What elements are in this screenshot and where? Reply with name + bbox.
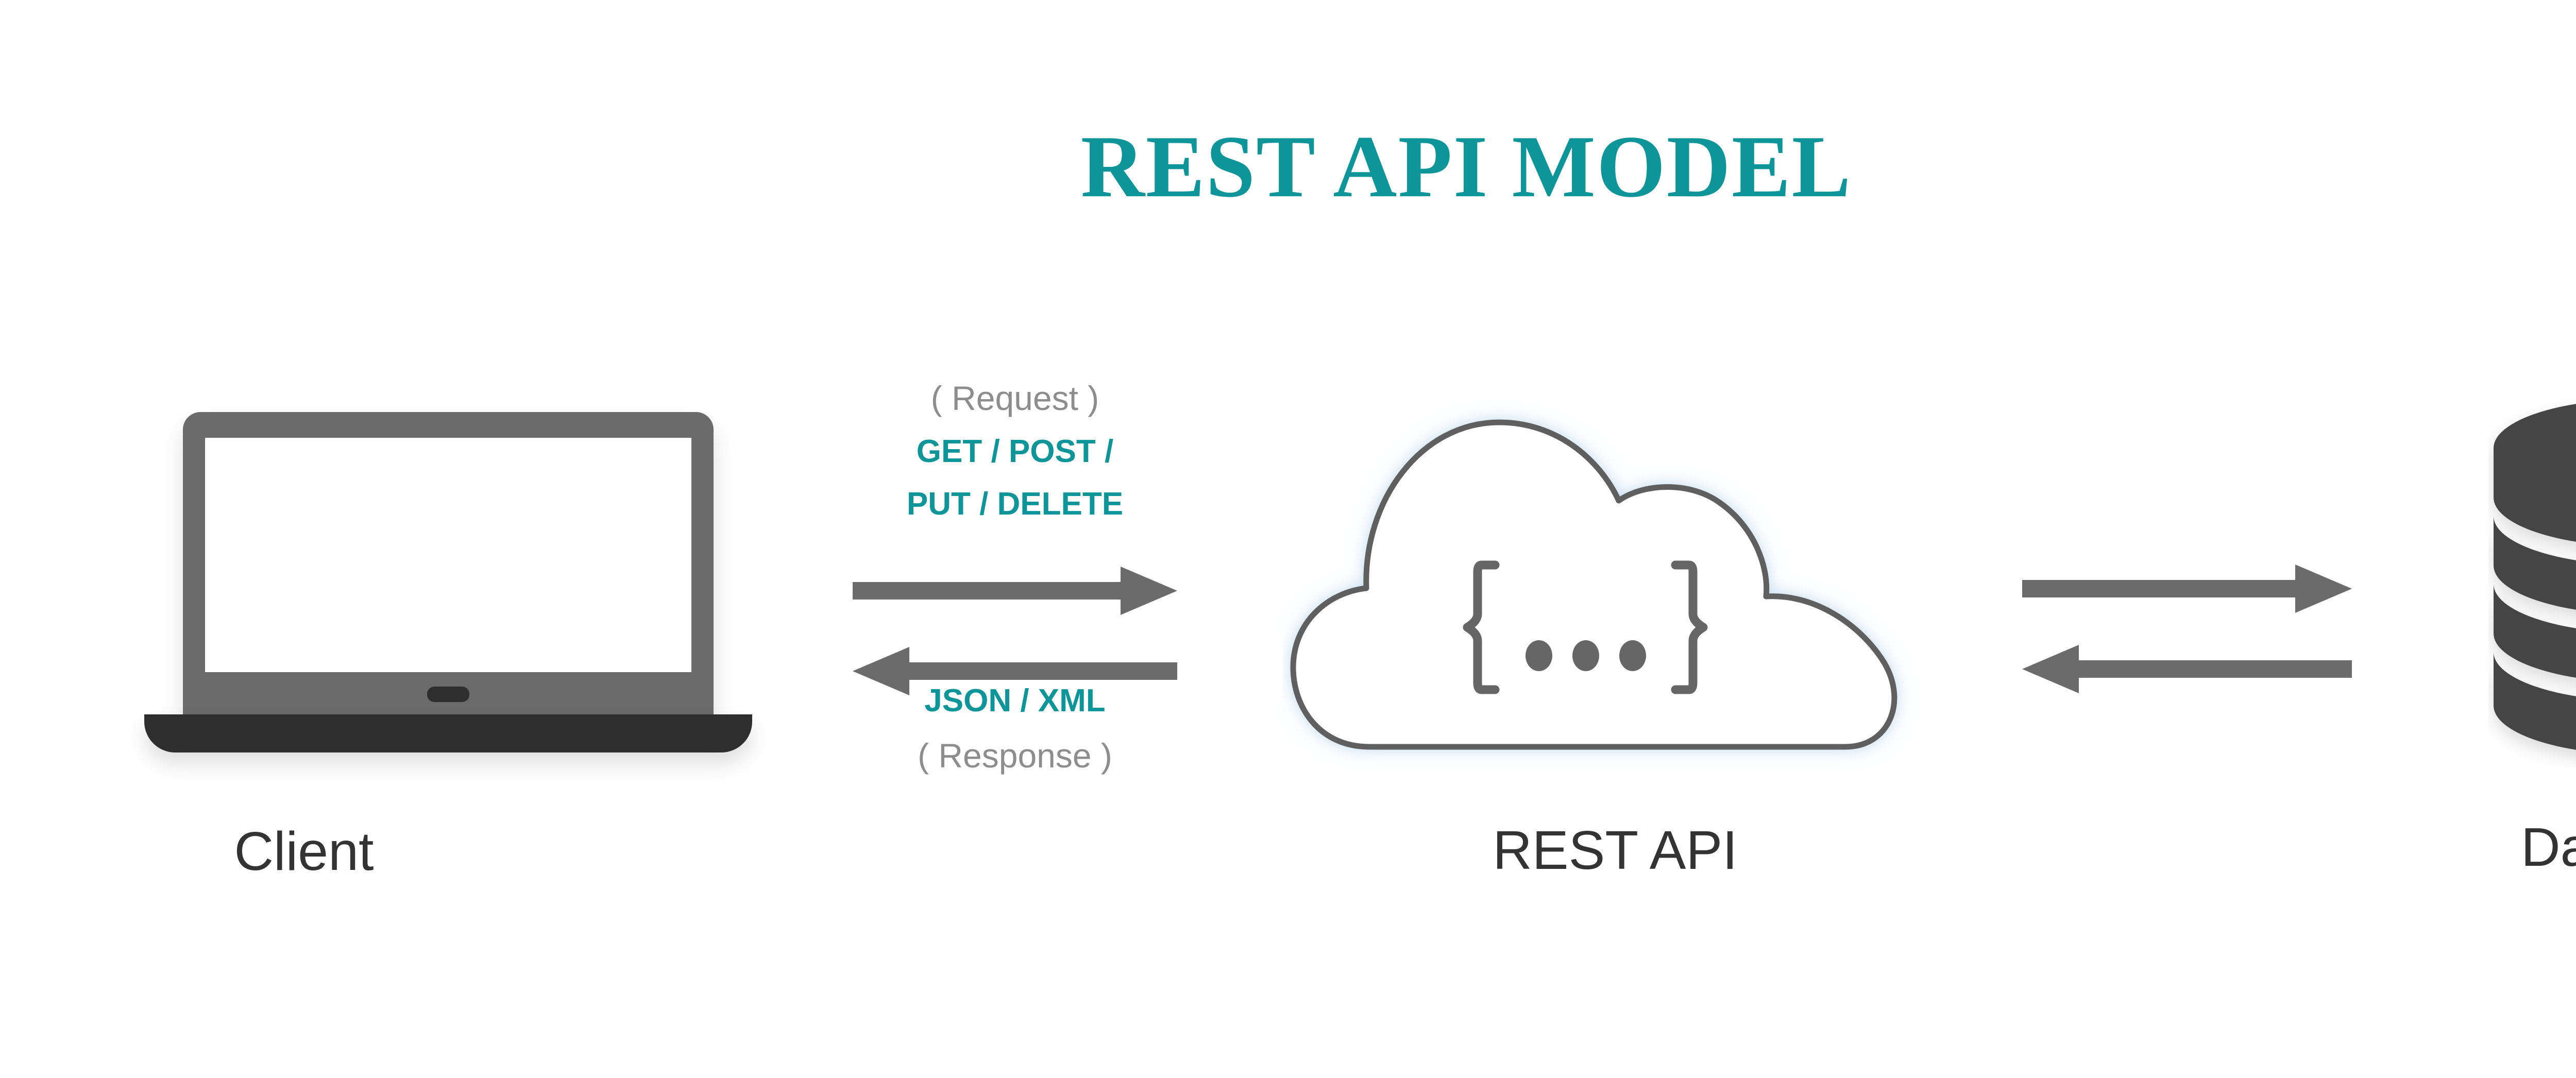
page-title: REST API MODEL bbox=[1080, 118, 1852, 216]
arrow-database-to-api bbox=[2022, 641, 2352, 697]
request-methods-line-1: GET / POST / bbox=[916, 434, 1114, 469]
cloud-icon bbox=[1290, 419, 1897, 750]
response-annotation: ( Response ) bbox=[918, 737, 1112, 775]
database-node bbox=[2488, 397, 2576, 767]
request-annotation: ( Request ) bbox=[930, 379, 1099, 417]
client-node bbox=[144, 412, 752, 767]
response-label-group: JSON / XML ( Response ) bbox=[819, 685, 1211, 773]
database-caption: Database bbox=[2521, 817, 2576, 878]
arrow-api-to-database bbox=[2022, 560, 2352, 617]
laptop-camera-icon bbox=[427, 687, 469, 702]
arrow-request-client-to-api bbox=[853, 562, 1177, 619]
laptop-screen bbox=[205, 438, 691, 672]
response-formats: JSON / XML bbox=[924, 683, 1106, 718]
database-cylinder-icon bbox=[2494, 404, 2576, 750]
rest-api-caption: REST API bbox=[1493, 820, 1738, 881]
client-caption: Client bbox=[234, 821, 374, 882]
arrow-response-api-to-client bbox=[853, 643, 1177, 699]
cloud-dots bbox=[1526, 640, 1646, 671]
request-methods-line-2: PUT / DELETE bbox=[906, 486, 1124, 522]
request-label-group: ( Request ) GET / POST / PUT / DELETE bbox=[819, 381, 1211, 520]
rest-api-node bbox=[1283, 391, 1947, 773]
laptop-base bbox=[144, 714, 752, 752]
laptop-icon bbox=[183, 412, 714, 721]
